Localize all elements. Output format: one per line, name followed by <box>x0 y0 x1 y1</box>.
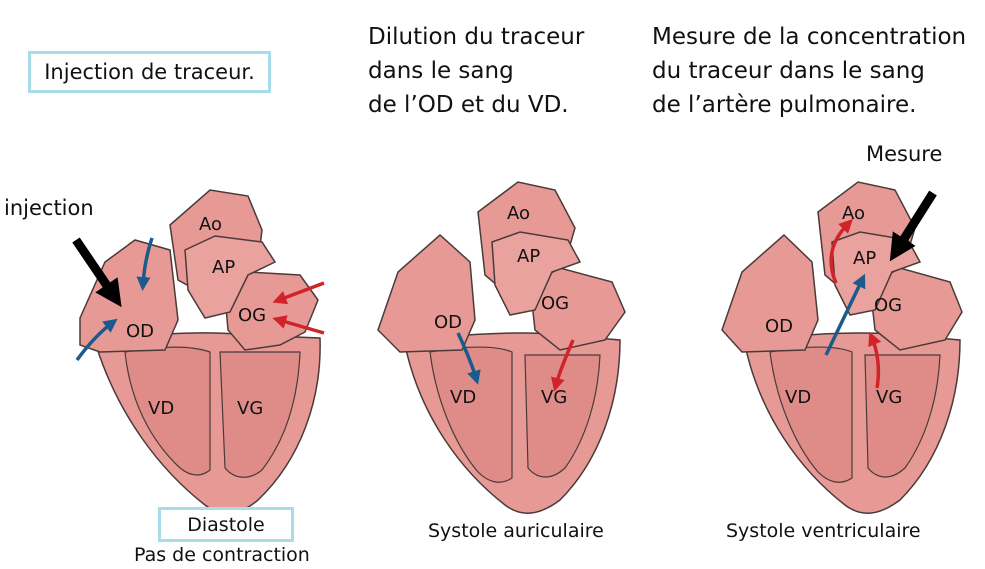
mesure-label: Mesure <box>866 142 943 166</box>
injection-title-box: Injection de traceur. <box>28 51 271 93</box>
vd-chamber <box>429 346 513 483</box>
og-chamber <box>224 271 319 351</box>
vg-chamber <box>864 354 941 478</box>
label-vd: VD <box>785 387 811 408</box>
og-chamber <box>529 267 626 351</box>
ao-outflow-arrow <box>829 219 853 284</box>
og-to-vg-arrow <box>551 339 575 392</box>
dilution-description: Dilution du traceur dans le sang de l’OD… <box>368 24 585 118</box>
heart-diastole: Ao AP OD OG VD VG <box>72 189 325 514</box>
vg-to-ao-arrow <box>868 331 882 389</box>
pas-de-contraction-caption: Pas de contraction <box>134 544 310 566</box>
vg-chamber <box>219 351 301 478</box>
diastole-caption-box: Diastole <box>158 507 294 542</box>
measure-description: Mesure de la concentration du traceur da… <box>652 24 967 118</box>
label-vd: VD <box>148 398 174 419</box>
label-og: OG <box>238 305 266 326</box>
label-od: OD <box>765 316 793 337</box>
injection-title: Injection de traceur. <box>44 60 255 84</box>
venous-arrow-top <box>136 237 154 291</box>
venous-arrow-bottom <box>75 318 118 362</box>
heart-systole-auriculaire: Ao AP OD OG VD VG <box>377 181 626 514</box>
label-ao: Ao <box>507 203 530 224</box>
label-og: OG <box>541 293 569 314</box>
label-ap: AP <box>517 246 540 267</box>
label-ao: Ao <box>199 214 222 235</box>
mesure-pointer-arrow <box>889 190 937 262</box>
od-chamber <box>377 233 476 353</box>
pulmonary-arrow-bottom <box>272 315 325 335</box>
heart-systole-ventriculaire: Ao AP OD OG VD VG <box>721 181 963 514</box>
vd-to-ap-arrow <box>824 273 866 356</box>
label-vg: VG <box>876 387 902 408</box>
pulmonary-arrow-top <box>272 281 325 305</box>
systole-ventriculaire-caption: Systole ventriculaire <box>726 520 921 542</box>
label-ap: AP <box>212 257 235 278</box>
vd-chamber <box>769 346 853 483</box>
systole-auriculaire-caption: Systole auriculaire <box>428 520 604 542</box>
label-ao: Ao <box>842 203 865 224</box>
label-vd: VD <box>450 387 476 408</box>
label-od: OD <box>126 321 154 342</box>
label-vg: VG <box>237 398 263 419</box>
vg-chamber <box>524 354 601 478</box>
od-chamber <box>721 233 819 353</box>
diastole-caption: Diastole <box>187 513 265 536</box>
injection-pointer-arrow <box>72 237 122 308</box>
label-od: OD <box>434 312 462 333</box>
injection-label: injection <box>4 196 94 220</box>
ap-vessel <box>491 231 582 316</box>
od-to-vd-arrow <box>456 332 481 385</box>
ap-vessel <box>184 235 277 319</box>
label-vg: VG <box>541 387 567 408</box>
label-ap: AP <box>853 248 876 269</box>
label-og: OG <box>874 295 902 316</box>
vd-chamber <box>124 346 211 476</box>
